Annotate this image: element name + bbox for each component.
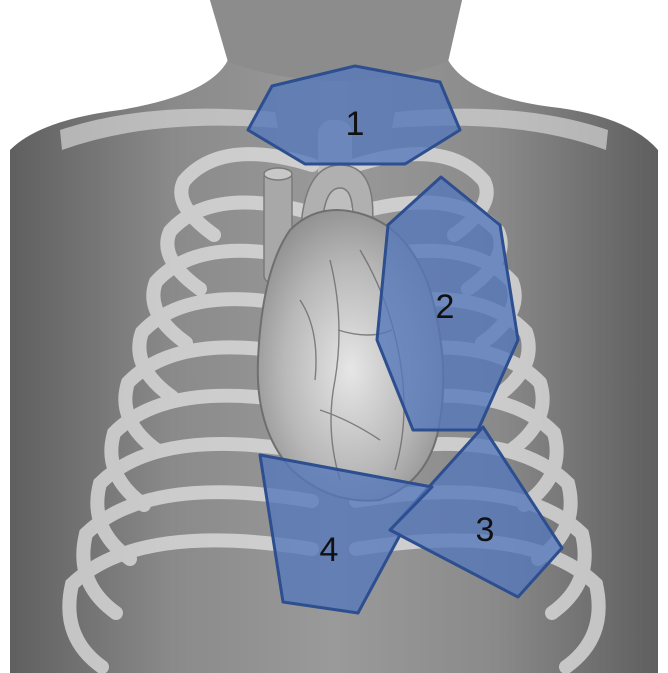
vena-cava-opening	[264, 168, 292, 180]
region-3-label: 3	[476, 511, 495, 549]
region-1-label: 1	[346, 105, 365, 143]
region-4-label: 4	[320, 531, 339, 569]
region-2-label: 2	[436, 288, 455, 326]
